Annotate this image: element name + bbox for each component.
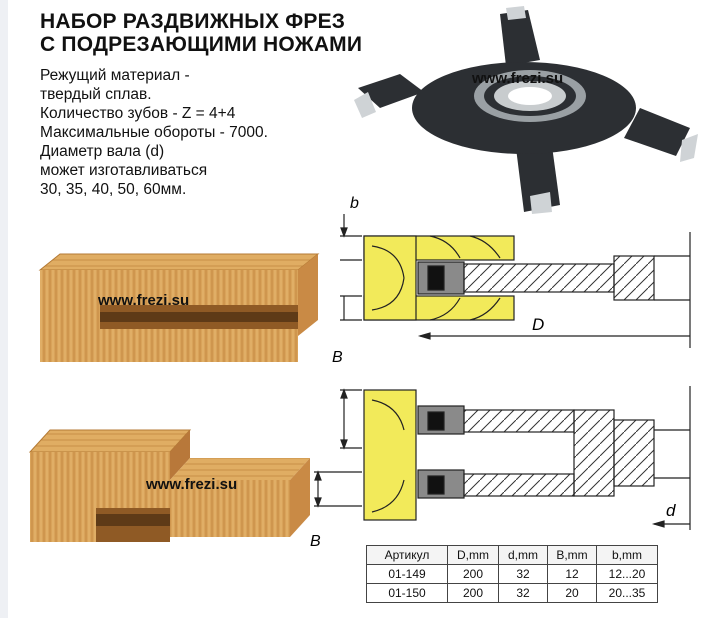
cell-B: 20 bbox=[547, 583, 597, 603]
cell-b: 20...35 bbox=[596, 583, 658, 603]
spec-table: Артикул D,mm d,mm B,mm b,mm 01-149 200 3… bbox=[366, 545, 658, 603]
table-header-row: Артикул D,mm d,mm B,mm b,mm bbox=[366, 545, 658, 565]
dim-label-B-top: B bbox=[332, 349, 343, 366]
table-row: 01-150 200 32 20 20...35 bbox=[366, 583, 658, 603]
dim-label-d: d bbox=[666, 501, 676, 520]
desc-line: может изготавливаться bbox=[40, 162, 208, 179]
desc-line: Диаметр вала (d) bbox=[40, 143, 165, 160]
left-border bbox=[0, 0, 8, 618]
cell-b: 12...20 bbox=[596, 564, 658, 584]
cell-D: 200 bbox=[447, 583, 499, 603]
wood-block-top bbox=[38, 253, 320, 362]
desc-line: Количество зубов - Z = 4+4 bbox=[40, 105, 236, 122]
cutter-image bbox=[354, 6, 698, 214]
dim-label-D: D bbox=[532, 315, 544, 334]
header-B: B,mm bbox=[547, 545, 597, 565]
title-line-1: НАБОР РАЗДВИЖНЫХ ФРЕЗ bbox=[40, 10, 346, 33]
dim-label-B-bottom: B bbox=[310, 533, 321, 550]
header-d: d,mm bbox=[498, 545, 548, 565]
cell-article: 01-150 bbox=[366, 583, 448, 603]
cell-d: 32 bbox=[498, 583, 548, 603]
header-D: D,mm bbox=[447, 545, 499, 565]
desc-line: 30, 35, 40, 50, 60мм. bbox=[40, 181, 187, 198]
cell-article: 01-149 bbox=[366, 564, 448, 584]
drawing-bottom bbox=[314, 386, 691, 530]
watermark-cutter: www.frezi.su bbox=[472, 70, 564, 87]
cell-D: 200 bbox=[447, 564, 499, 584]
watermark-block-top: www.frezi.su bbox=[98, 292, 190, 309]
title-line-2: С ПОДРЕЗАЮЩИМИ НОЖАМИ bbox=[40, 33, 363, 56]
desc-line: Максимальные обороты - 7000. bbox=[40, 124, 268, 141]
page-title: НАБОР РАЗДВИЖНЫХ ФРЕЗ С ПОДРЕЗАЮЩИМИ НОЖ… bbox=[40, 10, 362, 56]
wood-block-bottom bbox=[28, 429, 310, 542]
dim-label-b: b bbox=[350, 195, 359, 212]
watermark-block-bottom: www.frezi.su bbox=[146, 476, 238, 493]
desc-line: Режущий материал - bbox=[40, 67, 190, 84]
table-row: 01-149 200 32 12 12...20 bbox=[366, 564, 658, 584]
header-article: Артикул bbox=[366, 545, 448, 565]
drawing-top bbox=[340, 214, 691, 348]
cell-d: 32 bbox=[498, 564, 548, 584]
header-b: b,mm bbox=[596, 545, 658, 565]
cell-B: 12 bbox=[547, 564, 597, 584]
desc-line: твердый сплав. bbox=[40, 86, 152, 103]
description: Режущий материал - твердый сплав. Количе… bbox=[40, 66, 268, 199]
